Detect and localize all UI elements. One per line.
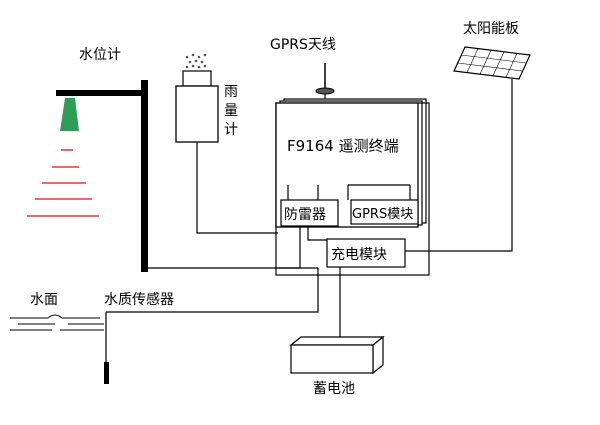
water-surface: 水面 [10,292,104,331]
lightning-protector: 防雷器 [280,199,339,227]
gprs-antenna-label: GPRS天线 [270,37,336,53]
gprs-module-label: GPRS模块 [352,207,413,222]
sensor-head-icon [60,98,79,131]
water-surface-label: 水面 [30,292,58,308]
rain-gauge-char-1: 雨 [224,84,238,100]
wire-rain-gauge [196,142,278,234]
antenna-base-icon [315,87,335,95]
pole-arm [56,90,148,96]
battery-label: 蓄电池 [313,381,355,397]
terminal-label: F9164 遥测终端 [287,137,399,155]
solar-panel: 太阳能板 [405,21,531,252]
rain-gauge-funnel [182,70,212,87]
charge-module-label: 充电模块 [331,247,387,263]
water-waves-icon [10,317,104,331]
pole [141,80,148,272]
solar-panel-icon [453,46,531,80]
gprs-antenna: GPRS天线 [270,37,336,99]
charge-module: 充电模块 [326,238,406,268]
rain-drops-icon [185,53,207,69]
rain-gauge: 雨 量 计 [175,53,278,234]
rain-gauge-char-2: 量 [224,103,238,119]
rain-gauge-label: 雨 量 计 [224,84,242,138]
battery: 蓄电池 [289,335,385,397]
water-quality-sensor-label: 水质传感器 [104,291,174,308]
solar-panel-label: 太阳能板 [463,21,519,37]
water-quality-probe-icon [104,362,109,384]
water-quality-sensor: 水质传感器 [104,291,174,384]
water-level-meter-label: 水位计 [79,47,121,63]
radar-signal [27,149,99,217]
wire-water-quality [106,268,319,313]
water-level-meter: 水位计 [27,47,148,272]
gprs-module: GPRS模块 [350,199,419,225]
rain-gauge-char-3: 计 [224,122,238,138]
lightning-protector-label: 防雷器 [284,207,326,223]
rain-gauge-body [175,85,219,143]
wire-protector-charge [307,226,327,241]
wire-solar [405,79,513,252]
